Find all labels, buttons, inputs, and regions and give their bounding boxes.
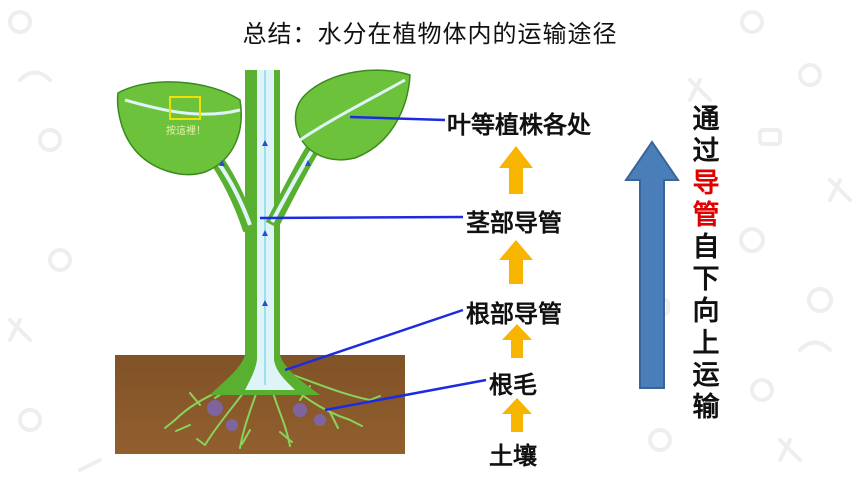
up-arrow-icon xyxy=(499,240,533,284)
pointer-lines xyxy=(259,115,487,412)
up-arrow-icon xyxy=(502,324,532,358)
up-arrow-icon xyxy=(502,398,532,432)
vertical-caption-char: 输 xyxy=(692,392,720,423)
vertical-caption-char: 上 xyxy=(692,328,720,359)
stem-vessel xyxy=(245,70,295,390)
vertical-caption-char: 导 xyxy=(692,168,720,199)
leaf-highlight-box xyxy=(169,96,201,120)
big-up-arrow-icon xyxy=(624,140,680,389)
root-hair-clusters xyxy=(207,400,326,431)
leaf-tag: 按這裡！ xyxy=(166,126,206,137)
page-title: 总结：水分在植物体内的运输途径 xyxy=(242,20,618,48)
vertical-caption-char: 过 xyxy=(692,136,720,167)
label-leaves: 叶等植株各处 xyxy=(447,111,591,139)
label-stem-vessel: 茎部导管 xyxy=(466,209,562,237)
vertical-caption-char: 运 xyxy=(692,360,720,391)
vertical-caption-char: 自 xyxy=(692,232,720,263)
label-soil: 土壤 xyxy=(489,442,537,470)
right-leaf xyxy=(294,69,411,161)
vertical-caption-char: 下 xyxy=(692,264,720,295)
label-root-vessel: 根部导管 xyxy=(466,300,562,328)
vertical-caption-char: 向 xyxy=(692,296,720,327)
label-root-hair: 根毛 xyxy=(489,371,537,399)
flow-arrows xyxy=(219,140,311,306)
up-arrow-icon xyxy=(499,146,533,194)
vertical-caption-char: 管 xyxy=(692,200,720,231)
vertical-caption-char: 通 xyxy=(692,104,720,135)
vertical-caption: 通过导管自下向上运输 xyxy=(686,104,726,424)
